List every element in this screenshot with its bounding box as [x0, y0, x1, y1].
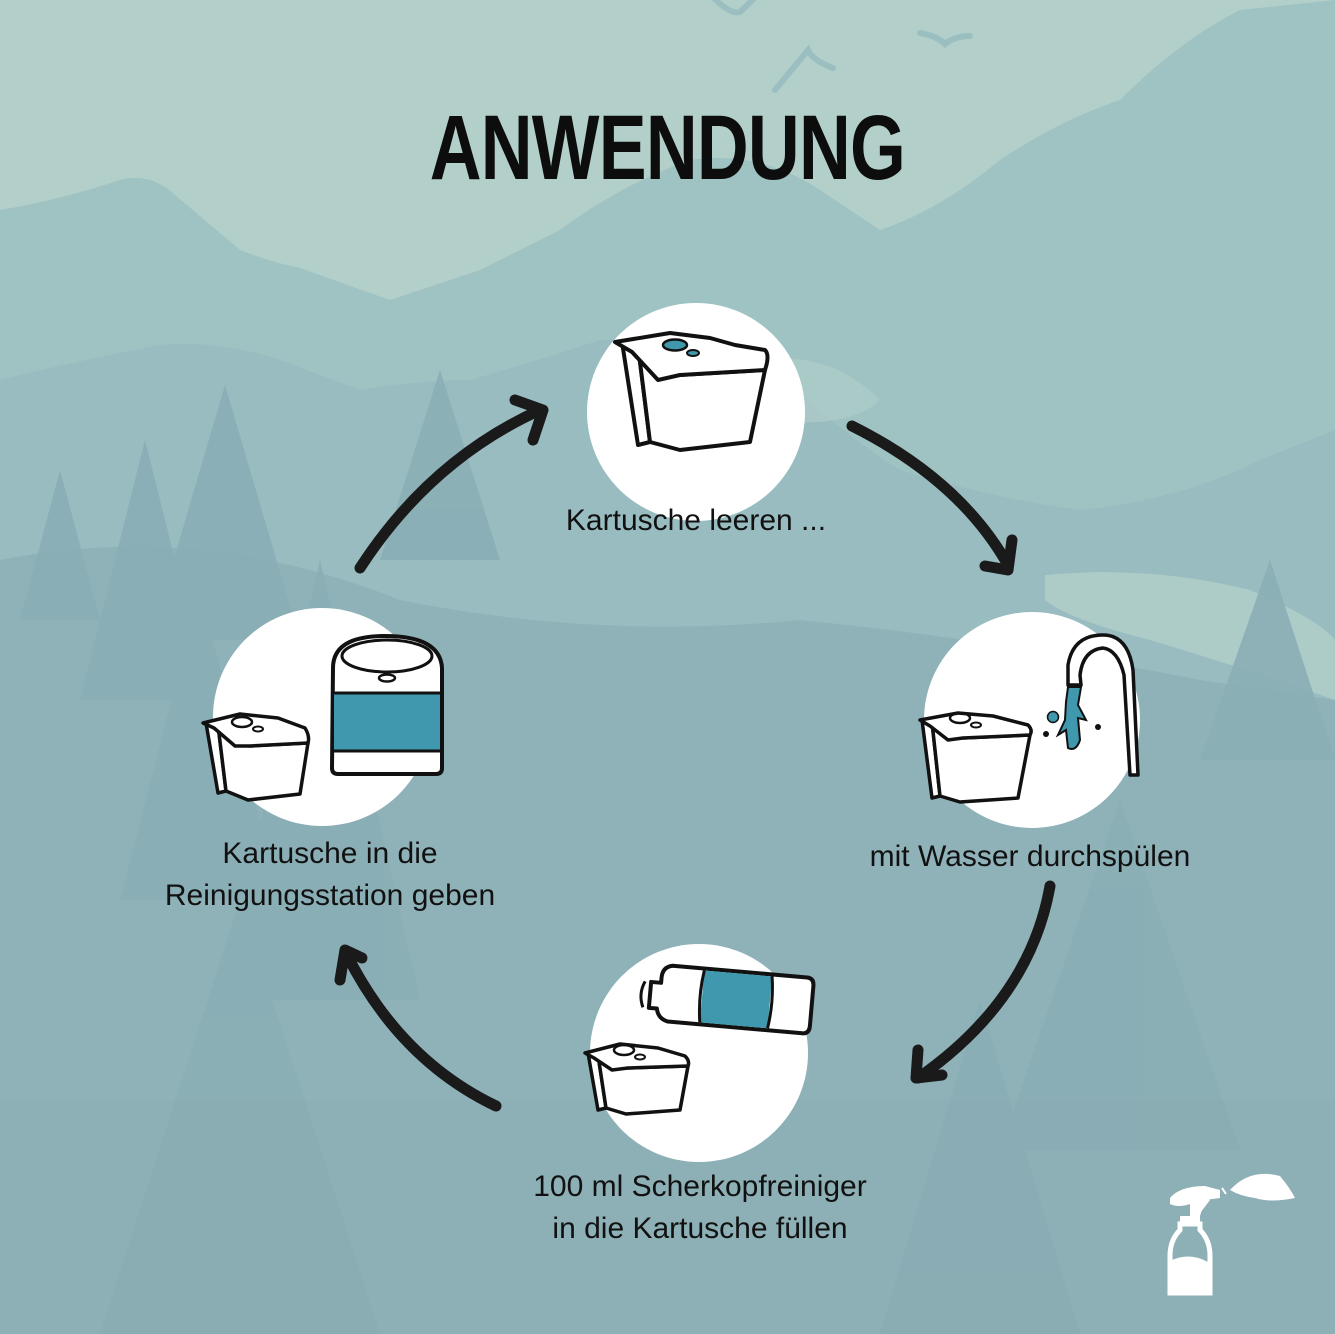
cleaning-station-icon — [201, 633, 444, 802]
faucet-rinse-icon — [918, 633, 1140, 804]
arrow-step1-to-step2 — [846, 420, 1018, 576]
step-label: Kartusche leeren ... — [565, 504, 827, 537]
step-label: Kartusche in die Reinigungsstation geben — [164, 837, 496, 912]
arrow-step2-to-step3 — [910, 880, 1056, 1084]
spray-bottle-leaf-icon — [1167, 1173, 1295, 1296]
arrow-step3-to-step4 — [334, 944, 502, 1112]
page-title: ANWENDUNG — [429, 97, 906, 199]
arrow-step4-to-step1 — [354, 394, 549, 574]
step-label: 100 ml Scherkopfreiniger in die Kartusch… — [533, 1170, 867, 1245]
bottle-pour-icon — [583, 963, 816, 1116]
bird-icon — [711, 0, 973, 93]
cartridge-icon — [613, 331, 770, 452]
step-label: mit Wasser durchspülen — [869, 840, 1191, 873]
